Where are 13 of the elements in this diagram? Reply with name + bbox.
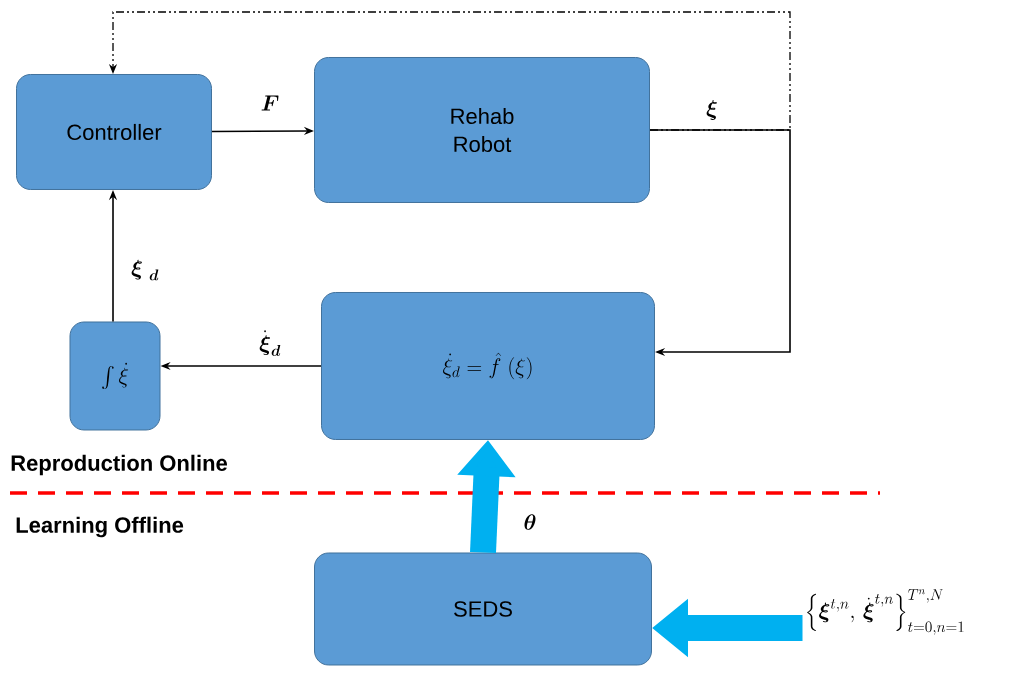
section-label: Learning Offline: [16, 516, 184, 538]
edge-label: $\boldsymbol{\xi}$: [705, 99, 719, 121]
process-box: Rehab Robot: [314, 57, 650, 203]
edge-label: $\boldsymbol{\xi}_{\ \boldsymbol{d}}$: [130, 258, 160, 282]
process-box: SEDS: [314, 552, 652, 666]
process-box: $\int \dot{\xi}$: [69, 321, 161, 431]
edge-label: $\boldsymbol{F}$: [259, 94, 281, 112]
edge-label: $\boldsymbol{\theta}$: [522, 513, 538, 531]
section-label: Reproduction Online: [11, 454, 227, 476]
process-box: $\dot{\xi}_d = \hat{f}\ (\xi)$: [321, 292, 655, 440]
edge-label: $\dot{\boldsymbol{\xi}}_{\boldsymbol{d}}$: [258, 329, 282, 357]
process-box: Controller: [16, 74, 212, 190]
formula-text: $\left\{\boldsymbol{\xi}^{t,n},\,\dot{\boldsymbol{\xi}}^{t,n}\right\}_{t=0,n=1}^{T^n,N}$: [807, 589, 964, 635]
